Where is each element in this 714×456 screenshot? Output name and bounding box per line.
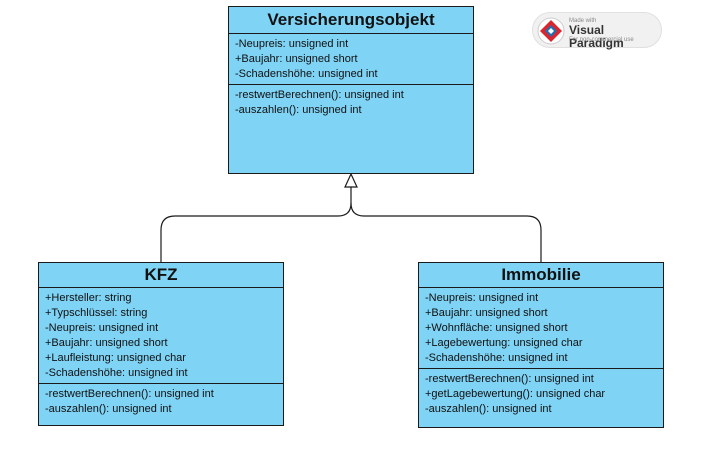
operations-section: -restwertBerechnen(): unsigned int -ausz… [39, 384, 283, 419]
attribute: -Neupreis: unsigned int [235, 38, 349, 50]
attribute: -Schadenshöhe: unsigned int [45, 367, 188, 379]
attribute: -Schadenshöhe: unsigned int [235, 68, 378, 80]
attributes-section: -Neupreis: unsigned int +Baujahr: unsign… [229, 34, 473, 85]
watermark-name: Visual Paradigm [569, 23, 624, 50]
operation: -auszahlen(): unsigned int [235, 104, 362, 116]
attribute: +Wohnfläche: unsigned short [425, 322, 568, 334]
watermark-made-with: Made with [569, 18, 597, 24]
watermark-note: For non-commercial use [569, 37, 634, 43]
attribute: +Baujahr: unsigned short [235, 53, 358, 65]
attribute: +Lagebewertung: unsigned char [425, 337, 583, 349]
attribute: -Neupreis: unsigned int [45, 322, 159, 334]
operation: -restwertBerechnen(): unsigned int [45, 388, 214, 400]
class-name: KFZ [39, 263, 283, 288]
generalization-line-immobilie [350, 202, 542, 262]
generalization-arrowhead [344, 172, 358, 188]
class-name: Versicherungsobjekt [229, 7, 473, 34]
attribute: -Schadenshöhe: unsigned int [425, 352, 568, 364]
operations-section: -restwertBerechnen(): unsigned int -ausz… [229, 85, 473, 120]
operation: -restwertBerechnen(): unsigned int [425, 373, 594, 385]
operations-section: -restwertBerechnen(): unsigned int +getL… [419, 369, 663, 419]
visual-paradigm-watermark: Made with Visual Paradigm For non-commer… [532, 12, 662, 50]
generalization-line-kfz [160, 187, 352, 262]
attribute: -Neupreis: unsigned int [425, 292, 539, 304]
attributes-section: +Hersteller: string +Typschlüssel: strin… [39, 288, 283, 384]
class-immobilie[interactable]: Immobilie -Neupreis: unsigned int +Bauja… [418, 262, 664, 428]
attribute: +Typschlüssel: string [45, 307, 148, 319]
visual-paradigm-logo-icon [537, 17, 565, 45]
attribute: +Baujahr: unsigned short [425, 307, 548, 319]
attribute: +Baujahr: unsigned short [45, 337, 168, 349]
class-versicherungsobjekt[interactable]: Versicherungsobjekt -Neupreis: unsigned … [228, 6, 474, 174]
attributes-section: -Neupreis: unsigned int +Baujahr: unsign… [419, 288, 663, 369]
attribute: +Laufleistung: unsigned char [45, 352, 186, 364]
class-kfz[interactable]: KFZ +Hersteller: string +Typschlüssel: s… [38, 262, 284, 426]
class-name: Immobilie [419, 263, 663, 288]
operation: +getLagebewertung(): unsigned char [425, 388, 606, 400]
attribute: +Hersteller: string [45, 292, 132, 304]
operation: -restwertBerechnen(): unsigned int [235, 89, 404, 101]
operation: -auszahlen(): unsigned int [45, 403, 172, 415]
operation: -auszahlen(): unsigned int [425, 403, 552, 415]
